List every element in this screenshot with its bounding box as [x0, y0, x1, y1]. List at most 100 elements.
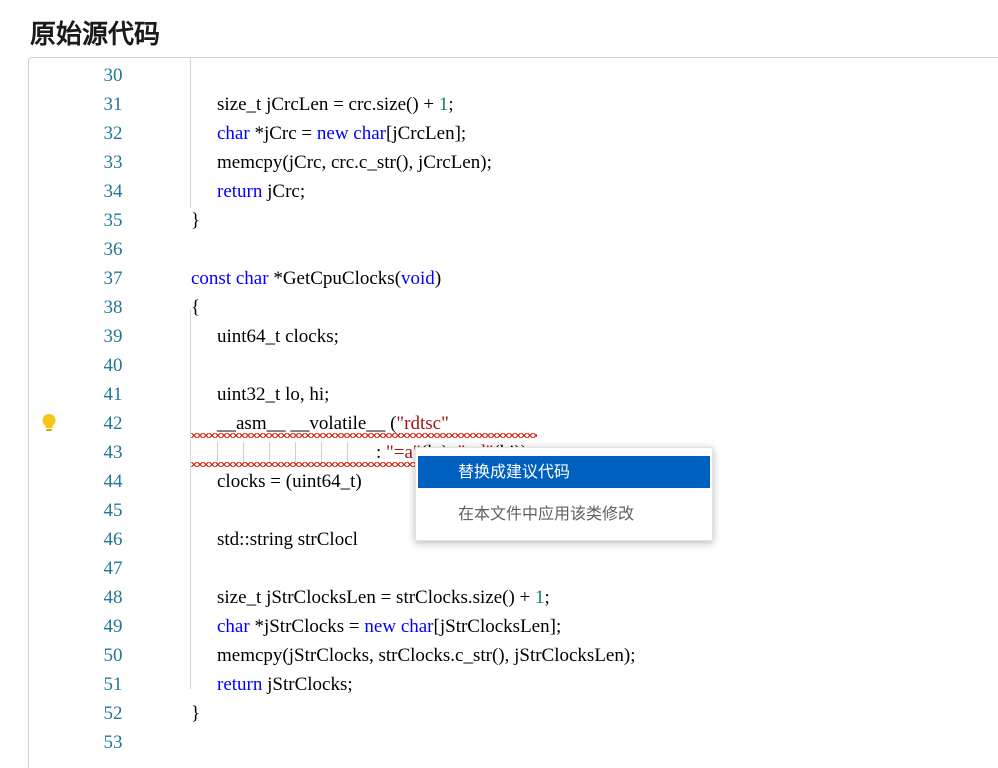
- code-token: [jCrcLen];: [386, 123, 467, 144]
- whitespace-marker: [321, 442, 348, 464]
- keyword-token: const: [191, 268, 232, 289]
- code-token: std::string strClocl: [217, 529, 358, 550]
- keyword-token: new: [364, 616, 397, 637]
- number-token: 1: [438, 94, 449, 115]
- line-number: 49: [103, 616, 123, 637]
- code-line[interactable]: 30: [29, 61, 998, 90]
- code-line[interactable]: 37 const char *GetCpuClocks(void): [29, 264, 998, 293]
- indent-guide: [190, 58, 191, 208]
- menu-item-apply-in-file[interactable]: 在本文件中应用该类修改: [458, 504, 635, 523]
- keyword-token: char: [217, 616, 250, 637]
- code-text: return jCrc;: [217, 177, 305, 206]
- code-text: char *jCrc = new char[jCrcLen];: [217, 119, 466, 148]
- keyword-token: new: [316, 123, 349, 144]
- keyword-token: char: [235, 268, 269, 289]
- code-line[interactable]: 31 size_t jCrcLen = crc.size() + 1;: [29, 90, 998, 119]
- code-token: *jStrClocks =: [249, 616, 365, 637]
- code-token: {: [191, 297, 201, 318]
- code-token: clocks = (uint64_t): [217, 471, 362, 492]
- code-line[interactable]: 36: [29, 235, 998, 264]
- keyword-token: return: [217, 674, 263, 695]
- line-number: 50: [103, 645, 123, 666]
- line-number: 37: [103, 268, 123, 289]
- code-token: *jCrc =: [249, 123, 317, 144]
- code-text: std::string strClocl: [217, 525, 358, 554]
- code-token: uint32_t lo, hi;: [217, 384, 330, 405]
- code-line[interactable]: 42 __asm__ __volatile__ ("rdtsc": [29, 409, 998, 438]
- whitespace-marker: [347, 442, 374, 464]
- code-text: memcpy(jStrClocks, strClocks.c_str(), jS…: [217, 641, 635, 670]
- code-line[interactable]: 38 {: [29, 293, 998, 322]
- code-text: __asm__ __volatile__ ("rdtsc": [217, 409, 449, 438]
- code-token: *GetCpuClocks(: [268, 268, 402, 289]
- keyword-token: char: [400, 616, 434, 637]
- line-number: 36: [103, 239, 123, 260]
- number-token: 1: [535, 587, 545, 608]
- code-line[interactable]: 47: [29, 554, 998, 583]
- code-text: size_t jCrcLen = crc.size() + 1;: [217, 90, 454, 119]
- code-text: size_t jStrClocksLen = strClocks.size() …: [217, 583, 550, 612]
- menu-item-replace-with-suggestion[interactable]: 替换成建议代码: [418, 456, 710, 488]
- line-number: 32: [103, 123, 123, 144]
- keyword-token: char: [217, 123, 250, 144]
- line-number: 31: [103, 94, 123, 115]
- lightbulb-icon[interactable]: [41, 413, 57, 433]
- code-text: uint64_t clocks;: [217, 322, 339, 351]
- line-number: 38: [103, 297, 123, 318]
- string-token: "rdtsc": [396, 413, 449, 434]
- code-token: [jStrClocksLen];: [433, 616, 562, 637]
- line-number: 53: [103, 732, 123, 753]
- line-number: 42: [103, 413, 123, 434]
- line-number: 39: [103, 326, 123, 347]
- line-number: 52: [103, 703, 123, 724]
- line-number: 34: [103, 181, 123, 202]
- code-line[interactable]: 51 return jStrClocks;: [29, 670, 998, 699]
- code-line[interactable]: 35}: [29, 206, 998, 235]
- line-number: 47: [103, 558, 123, 579]
- code-line[interactable]: 40: [29, 351, 998, 380]
- code-token: memcpy(jStrClocks, strClocks.c_str(), jS…: [217, 645, 636, 666]
- keyword-token: void: [401, 268, 435, 289]
- code-editor[interactable]: 30 31 size_t jCrcLen = crc.size() + 1; 32 ch…: [28, 57, 998, 768]
- code-text: clocks = (uint64_t): [217, 467, 362, 496]
- code-line[interactable]: 34 return jCrc;: [29, 177, 998, 206]
- code-line[interactable]: 53: [29, 728, 998, 757]
- code-text: const char *GetCpuClocks(void): [191, 264, 441, 293]
- code-line[interactable]: 52}: [29, 699, 998, 728]
- error-squiggle: [191, 462, 441, 467]
- line-number: 30: [103, 65, 123, 86]
- line-number: 43: [103, 442, 123, 463]
- code-line[interactable]: 50 memcpy(jStrClocks, strClocks.c_str(), …: [29, 641, 998, 670]
- code-token: ): [434, 268, 442, 289]
- line-number: 51: [103, 674, 123, 695]
- code-line[interactable]: 39 uint64_t clocks;: [29, 322, 998, 351]
- code-token: __asm__ __volatile__ (: [217, 413, 397, 434]
- line-number: 33: [103, 152, 123, 173]
- code-token: ;: [544, 587, 550, 608]
- code-token: size_t jCrcLen = crc.size() +: [217, 94, 439, 115]
- code-token: memcpy(jCrc, crc.c_str(), jCrcLen);: [217, 152, 492, 173]
- string-token: "=a": [386, 442, 421, 463]
- whitespace-marker: [269, 442, 296, 464]
- indent-guide: [190, 309, 191, 689]
- context-menu: 替换成建议代码在本文件中应用该类修改: [415, 447, 713, 541]
- page-title: 原始源代码: [30, 20, 161, 50]
- whitespace-marker: [217, 442, 244, 464]
- code-text: char *jStrClocks = new char[jStrClocksLe…: [217, 612, 561, 641]
- code-token: }: [191, 703, 201, 724]
- code-line[interactable]: 45: [29, 496, 998, 525]
- line-number: 45: [103, 500, 123, 521]
- code-token: size_t jStrClocksLen = strClocks.size() …: [217, 587, 535, 608]
- code-token: jCrc;: [262, 181, 306, 202]
- code-line[interactable]: 33 memcpy(jCrc, crc.c_str(), jCrcLen);: [29, 148, 998, 177]
- line-number: 35: [103, 210, 123, 231]
- code-token: }: [191, 210, 201, 231]
- code-text: return jStrClocks;: [217, 670, 353, 699]
- whitespace-marker: [243, 442, 270, 464]
